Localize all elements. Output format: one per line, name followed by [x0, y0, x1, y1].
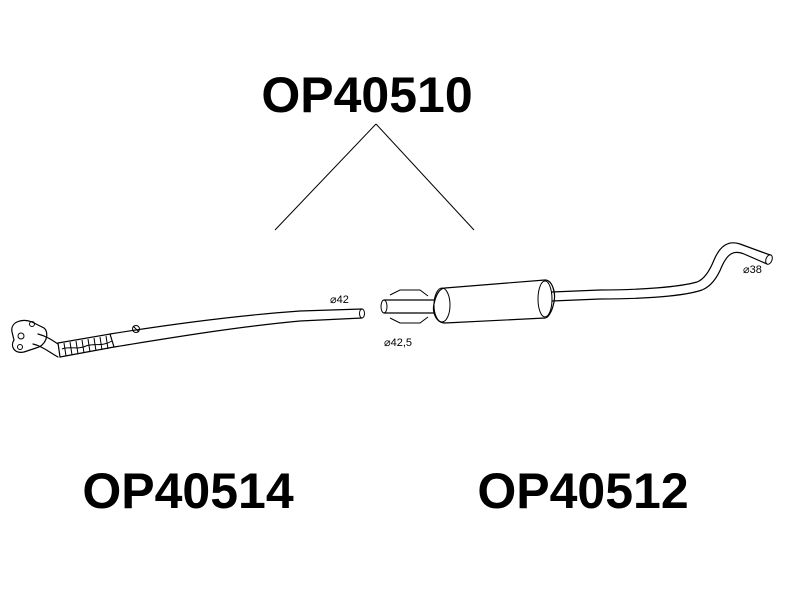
front-pipe-diameter-label: ⌀42 — [330, 294, 349, 306]
front-pipe-flange — [11, 319, 48, 353]
middle-silencer-drawing — [380, 242, 773, 324]
flex-section — [57, 333, 115, 358]
tailpipe-diameter-label: ⌀38 — [743, 264, 762, 276]
front-pipe-part-number: OP40514 — [82, 463, 293, 519]
silencer-box — [432, 279, 556, 324]
middle-inlet-diameter-label: ⌀42,5 — [384, 337, 412, 349]
assembly-part-number: OP40510 — [261, 67, 472, 123]
assembly-bracket — [274, 123, 475, 231]
middle-silencer-part-number: OP40512 — [477, 463, 688, 519]
front-pipe-drawing — [11, 308, 365, 358]
hanger-bracket — [132, 325, 140, 333]
